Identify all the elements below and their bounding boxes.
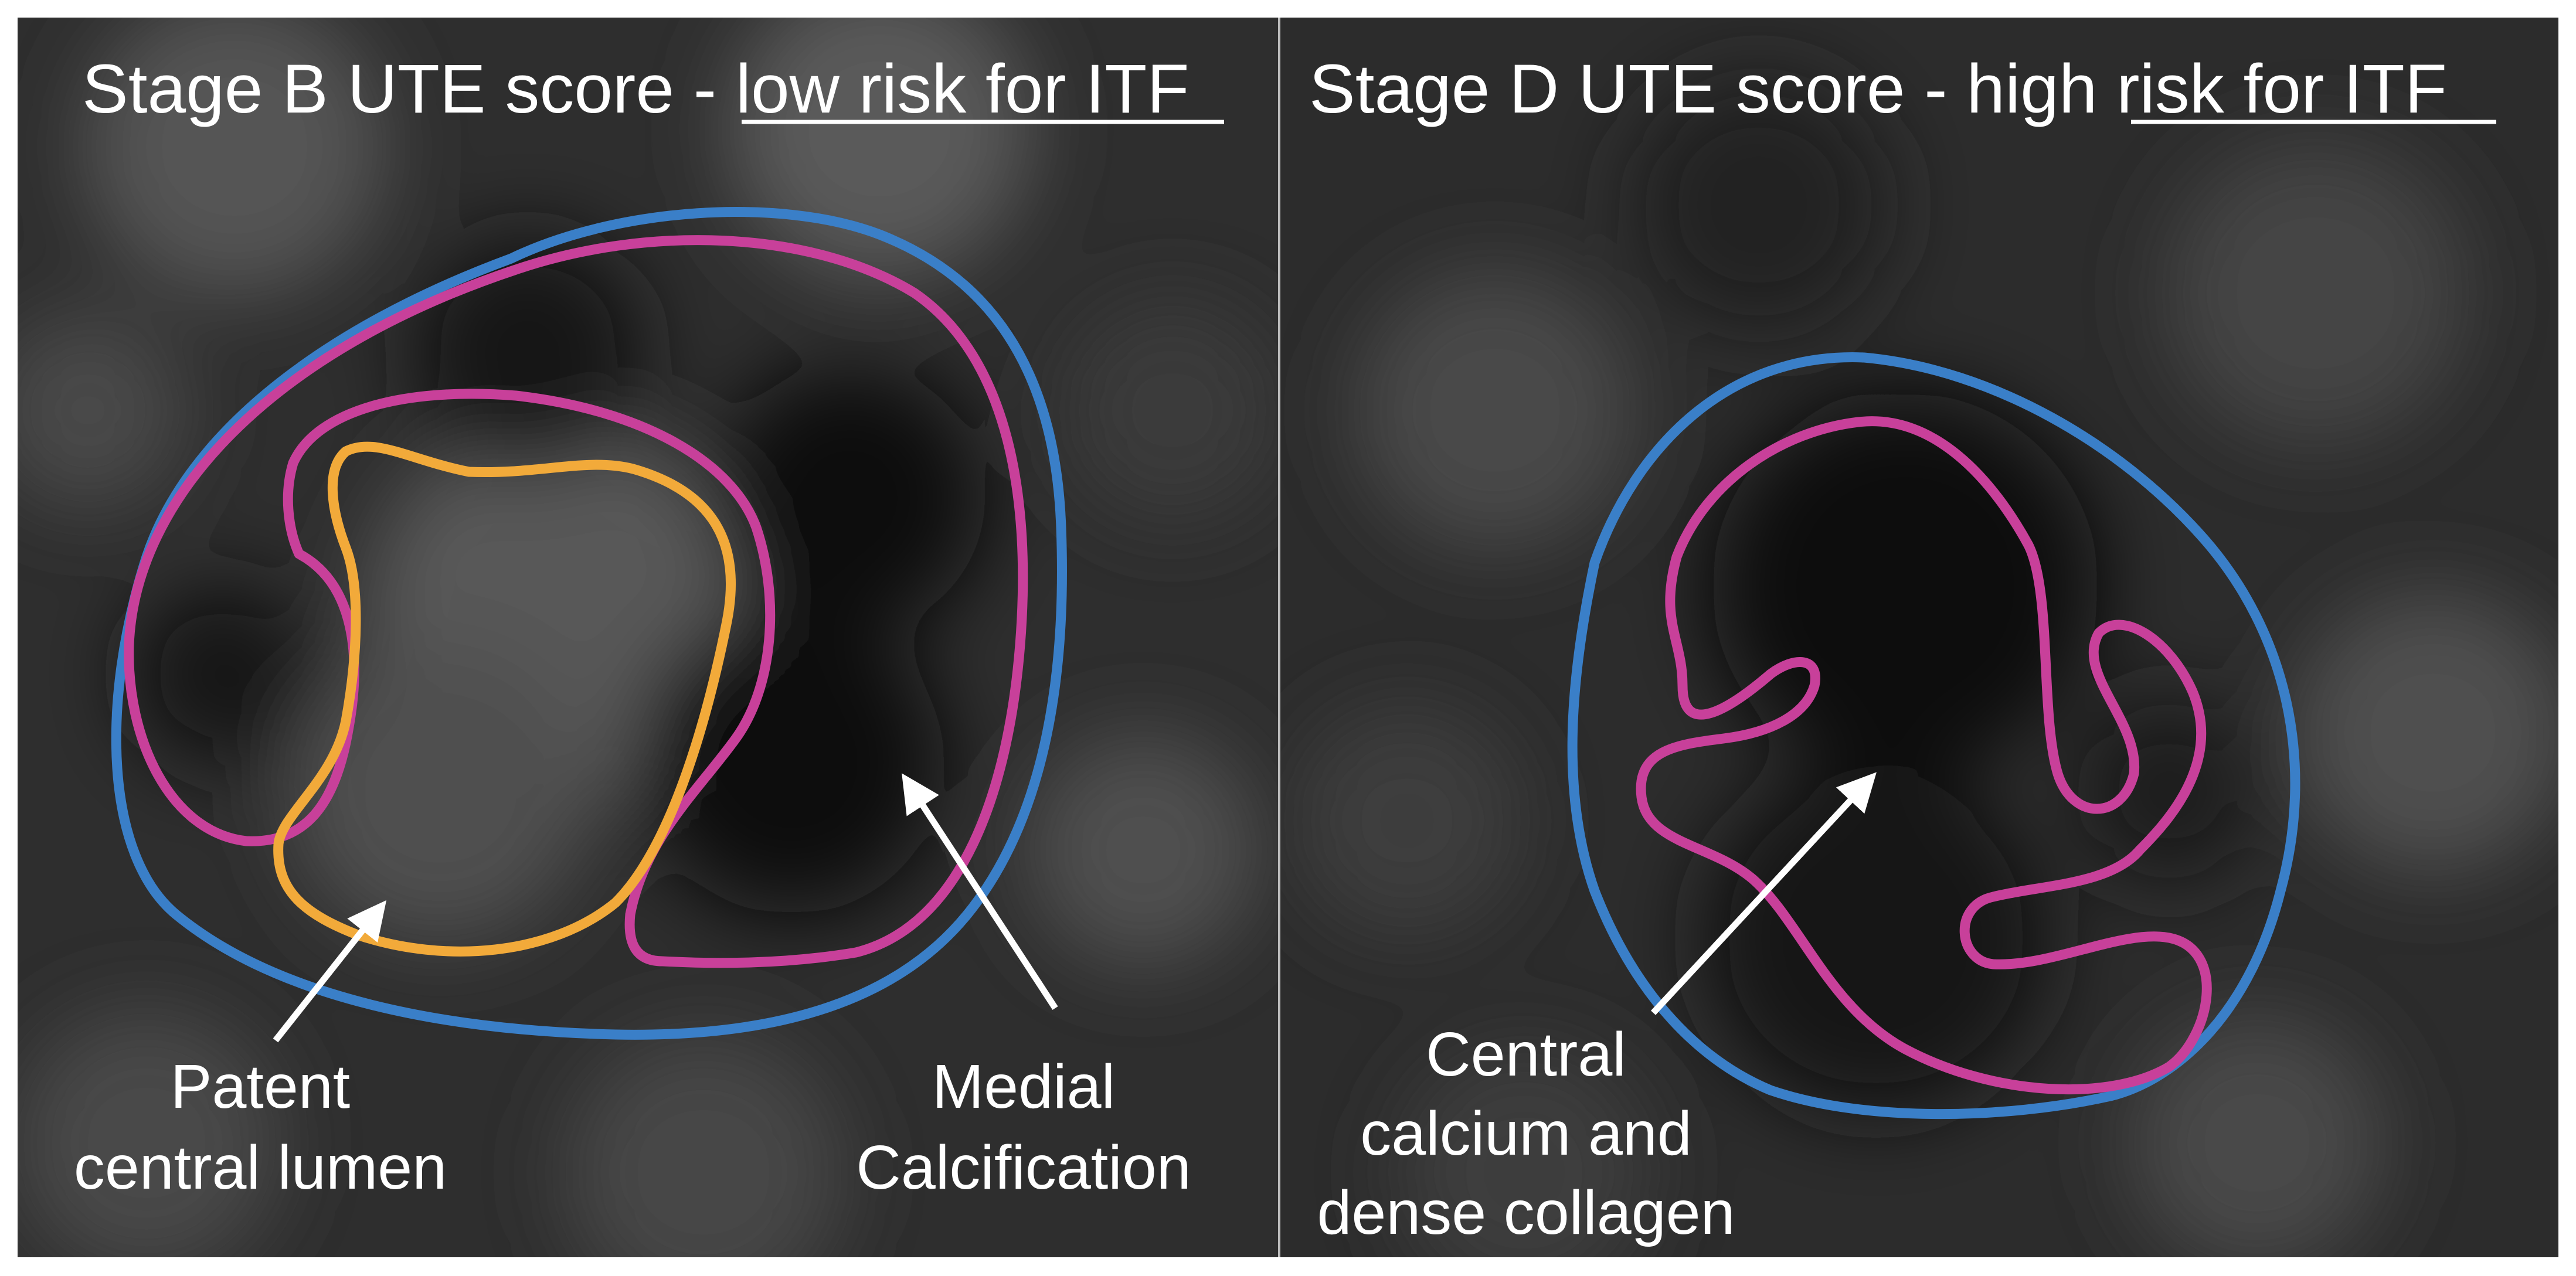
right-outer-contour [1567,352,2300,1120]
left-panel-title: Stage B UTE score - low risk for ITF [82,50,1189,128]
label-lumen-line1: Patent [171,1052,350,1121]
label-lumen-line2: central lumen [74,1133,447,1202]
left-medial-contour-outer [124,235,1028,968]
central-calcium-arrow [1650,772,1877,1015]
label-central-line3: dense collagen [1317,1178,1735,1247]
lumen-arrow [273,900,387,1043]
left-title-prefix: Stage B UTE score - [82,50,736,128]
label-calc-line1: Medial [932,1052,1115,1121]
right-panel-image [1280,18,2558,1257]
left-panel-image [18,18,1278,1257]
label-central-line2: calcium and [1360,1099,1692,1168]
right-medial-contour [1636,416,2212,1095]
label-calc-line2: Calcification [856,1133,1191,1202]
right-title-emphasis: risk for ITF [2097,50,2447,128]
left-title-emphasis: low risk for ITF [736,50,1190,128]
label-central-line1: Central [1426,1020,1626,1089]
right-title-prefix: Stage D UTE score - high [1309,50,2097,128]
left-lumen-contour [273,441,736,957]
calcification-arrow [902,773,1058,1010]
right-panel-title: Stage D UTE score - high risk for ITF [1309,50,2447,128]
